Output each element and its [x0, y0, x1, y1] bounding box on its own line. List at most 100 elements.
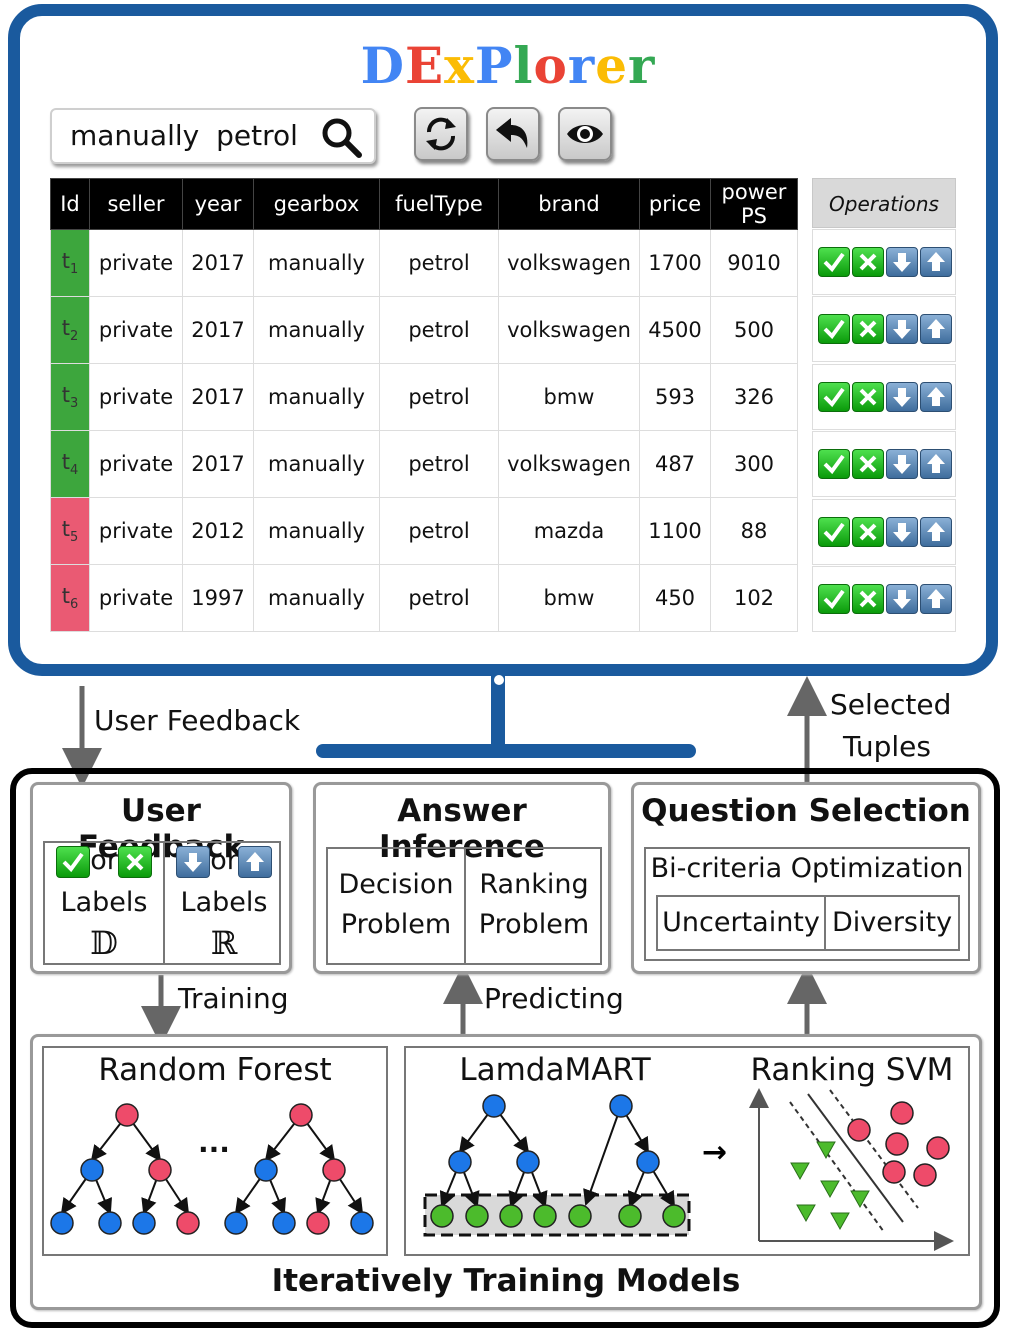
- preview-button[interactable]: [558, 107, 612, 161]
- reject-button[interactable]: [852, 584, 884, 614]
- rank-up-button[interactable]: [920, 314, 952, 345]
- ranking-feedback: or: [165, 845, 283, 878]
- accept-button[interactable]: [818, 516, 850, 547]
- column-header[interactable]: Id: [50, 178, 90, 230]
- search-icon[interactable]: [320, 116, 364, 160]
- rank-down-button[interactable]: [886, 247, 918, 277]
- table-cell-year: 2017: [182, 430, 254, 498]
- rank-up-button[interactable]: [920, 449, 952, 480]
- accept-button[interactable]: [818, 247, 850, 277]
- bi-criteria-label: Bi-criteria Optimization: [650, 853, 964, 884]
- reject-button[interactable]: [852, 381, 884, 412]
- table-cell-price: 487: [639, 430, 711, 498]
- rank-down-icon: [893, 253, 911, 272]
- rank-down-icon: [893, 455, 911, 475]
- reject-button[interactable]: [852, 449, 884, 480]
- row-operations: [812, 363, 956, 430]
- accept-icon: [823, 252, 845, 273]
- models-box: Iteratively Training Models: [30, 1034, 982, 1310]
- decision-set-symbol: 𝔻: [90, 924, 118, 962]
- column-header[interactable]: year: [182, 178, 254, 230]
- app-title-letter: r: [567, 36, 596, 95]
- refresh-icon: [426, 117, 456, 151]
- column-header[interactable]: power PS: [710, 178, 798, 230]
- table-cell-power-ps: 9010: [710, 229, 798, 297]
- table-cell-fueltype: petrol: [379, 564, 499, 632]
- table-cell-power-ps: 300: [710, 430, 798, 498]
- app-title: DExPlorer: [0, 36, 1016, 95]
- search-input[interactable]: manually petrol: [50, 108, 376, 164]
- user-feedback-arrow-label: User Feedback: [94, 704, 301, 737]
- table-cell-year: 2017: [182, 363, 254, 431]
- table-cell-power-ps: 500: [710, 296, 798, 364]
- table-cell-seller: private: [89, 497, 183, 565]
- table-cell-gearbox: manually: [253, 363, 380, 431]
- criteria-panel: Uncertainty Diversity: [656, 895, 960, 951]
- table-cell-brand: bmw: [498, 564, 640, 632]
- app-title-letter: o: [533, 36, 568, 95]
- optimization-panel: Bi-criteria Optimization Uncertainty Div…: [644, 847, 970, 961]
- tree-leaf-node: [533, 1204, 557, 1228]
- table-cell-year: 2017: [182, 229, 254, 297]
- accept-button[interactable]: [818, 449, 850, 480]
- column-header[interactable]: seller: [89, 178, 183, 230]
- table-cell-fueltype: petrol: [379, 229, 499, 297]
- rank-up-button[interactable]: [920, 584, 952, 614]
- tree-node: [482, 1094, 506, 1118]
- accept-button[interactable]: [818, 381, 850, 412]
- rank-down-button[interactable]: [886, 314, 918, 345]
- svm-positive-point: [885, 1132, 909, 1156]
- refresh-button[interactable]: [414, 107, 468, 161]
- rank-down-button[interactable]: [886, 381, 918, 412]
- reject-icon: [859, 523, 877, 541]
- rank-up-button[interactable]: [920, 381, 952, 412]
- tree-node: [80, 1158, 104, 1182]
- reject-button[interactable]: [852, 314, 884, 345]
- accept-icon: [823, 320, 845, 340]
- reject-icon: [859, 388, 877, 406]
- row-id-cell: t5: [50, 497, 90, 565]
- accept-icon: [823, 522, 845, 542]
- accept-button[interactable]: [818, 584, 850, 614]
- rank-down-button[interactable]: [886, 449, 918, 480]
- table-cell-gearbox: manually: [253, 296, 380, 364]
- accept-icon: [823, 387, 845, 407]
- svm-positive-point: [847, 1118, 871, 1142]
- rank-up-button[interactable]: [920, 247, 952, 277]
- power-light: [494, 675, 504, 685]
- model-transition-arrow: →: [702, 1135, 727, 1170]
- rank-down-button[interactable]: [886, 516, 918, 547]
- svm-positive-point: [882, 1160, 906, 1184]
- reject-button[interactable]: [852, 516, 884, 547]
- table-cell-power-ps: 326: [710, 363, 798, 431]
- column-header[interactable]: gearbox: [253, 178, 380, 230]
- rank-down-icon: [893, 320, 911, 340]
- tree-node: [148, 1158, 172, 1182]
- svm-negative-point: [816, 1141, 836, 1160]
- tree-leaf-node: [272, 1211, 296, 1235]
- undo-button[interactable]: [486, 107, 540, 161]
- inference-problems-panel: Decision Problem Ranking Problem: [326, 847, 602, 965]
- lamdamart-label: LamdaMART: [459, 1052, 651, 1088]
- table-cell-gearbox: manually: [253, 430, 380, 498]
- operations-header: Operations: [812, 178, 956, 228]
- feedback-labels-panel: or Labels 𝔻 or Labels ℝ: [43, 841, 281, 965]
- rank-up-button[interactable]: [920, 516, 952, 547]
- row-operations: [812, 498, 956, 565]
- leaf-bucket: [423, 1193, 691, 1237]
- accept-button[interactable]: [818, 314, 850, 345]
- row-operations: [812, 566, 956, 632]
- rank-down-icon: [893, 522, 911, 542]
- svm-positive-point: [913, 1163, 937, 1187]
- reject-button[interactable]: [852, 247, 884, 277]
- ranking-problem-line2: Problem: [478, 909, 590, 940]
- rank-down-button[interactable]: [886, 584, 918, 614]
- table-cell-fueltype: petrol: [379, 363, 499, 431]
- column-header[interactable]: fuelType: [379, 178, 499, 230]
- svm-margin-line: [829, 1089, 919, 1209]
